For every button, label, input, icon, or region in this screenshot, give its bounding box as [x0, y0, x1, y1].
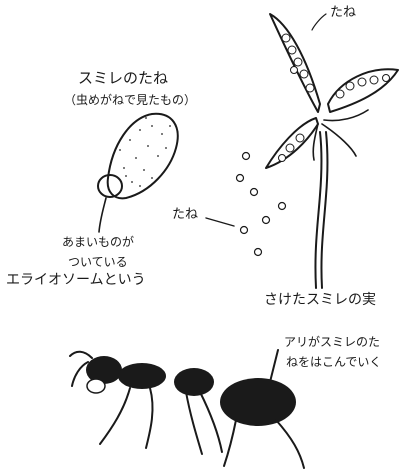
seed-title: スミレのたね [78, 70, 168, 87]
seed-note-line-2: ついている [68, 256, 128, 270]
seed-note-line-1: あまいものが [62, 236, 134, 250]
split-violet-fruit [266, 14, 398, 288]
falling-seeds [237, 153, 286, 256]
seed-note-line-3: エライオソームという [6, 272, 146, 288]
falling-seed-label: たね [172, 208, 198, 223]
ant-carrying-seed [70, 350, 304, 468]
seed-subtitle: （虫めがねで見たもの） [64, 94, 196, 108]
magnified-seed [98, 114, 178, 232]
elaiosome [98, 175, 122, 197]
ant-caption-line-1: アリがスミレのた [284, 336, 380, 350]
fruit-caption: さけたスミレの実 [264, 292, 376, 308]
top-seed-label: たね [330, 6, 356, 21]
ant-caption-line-2: ねをはこんでいく [286, 356, 381, 370]
